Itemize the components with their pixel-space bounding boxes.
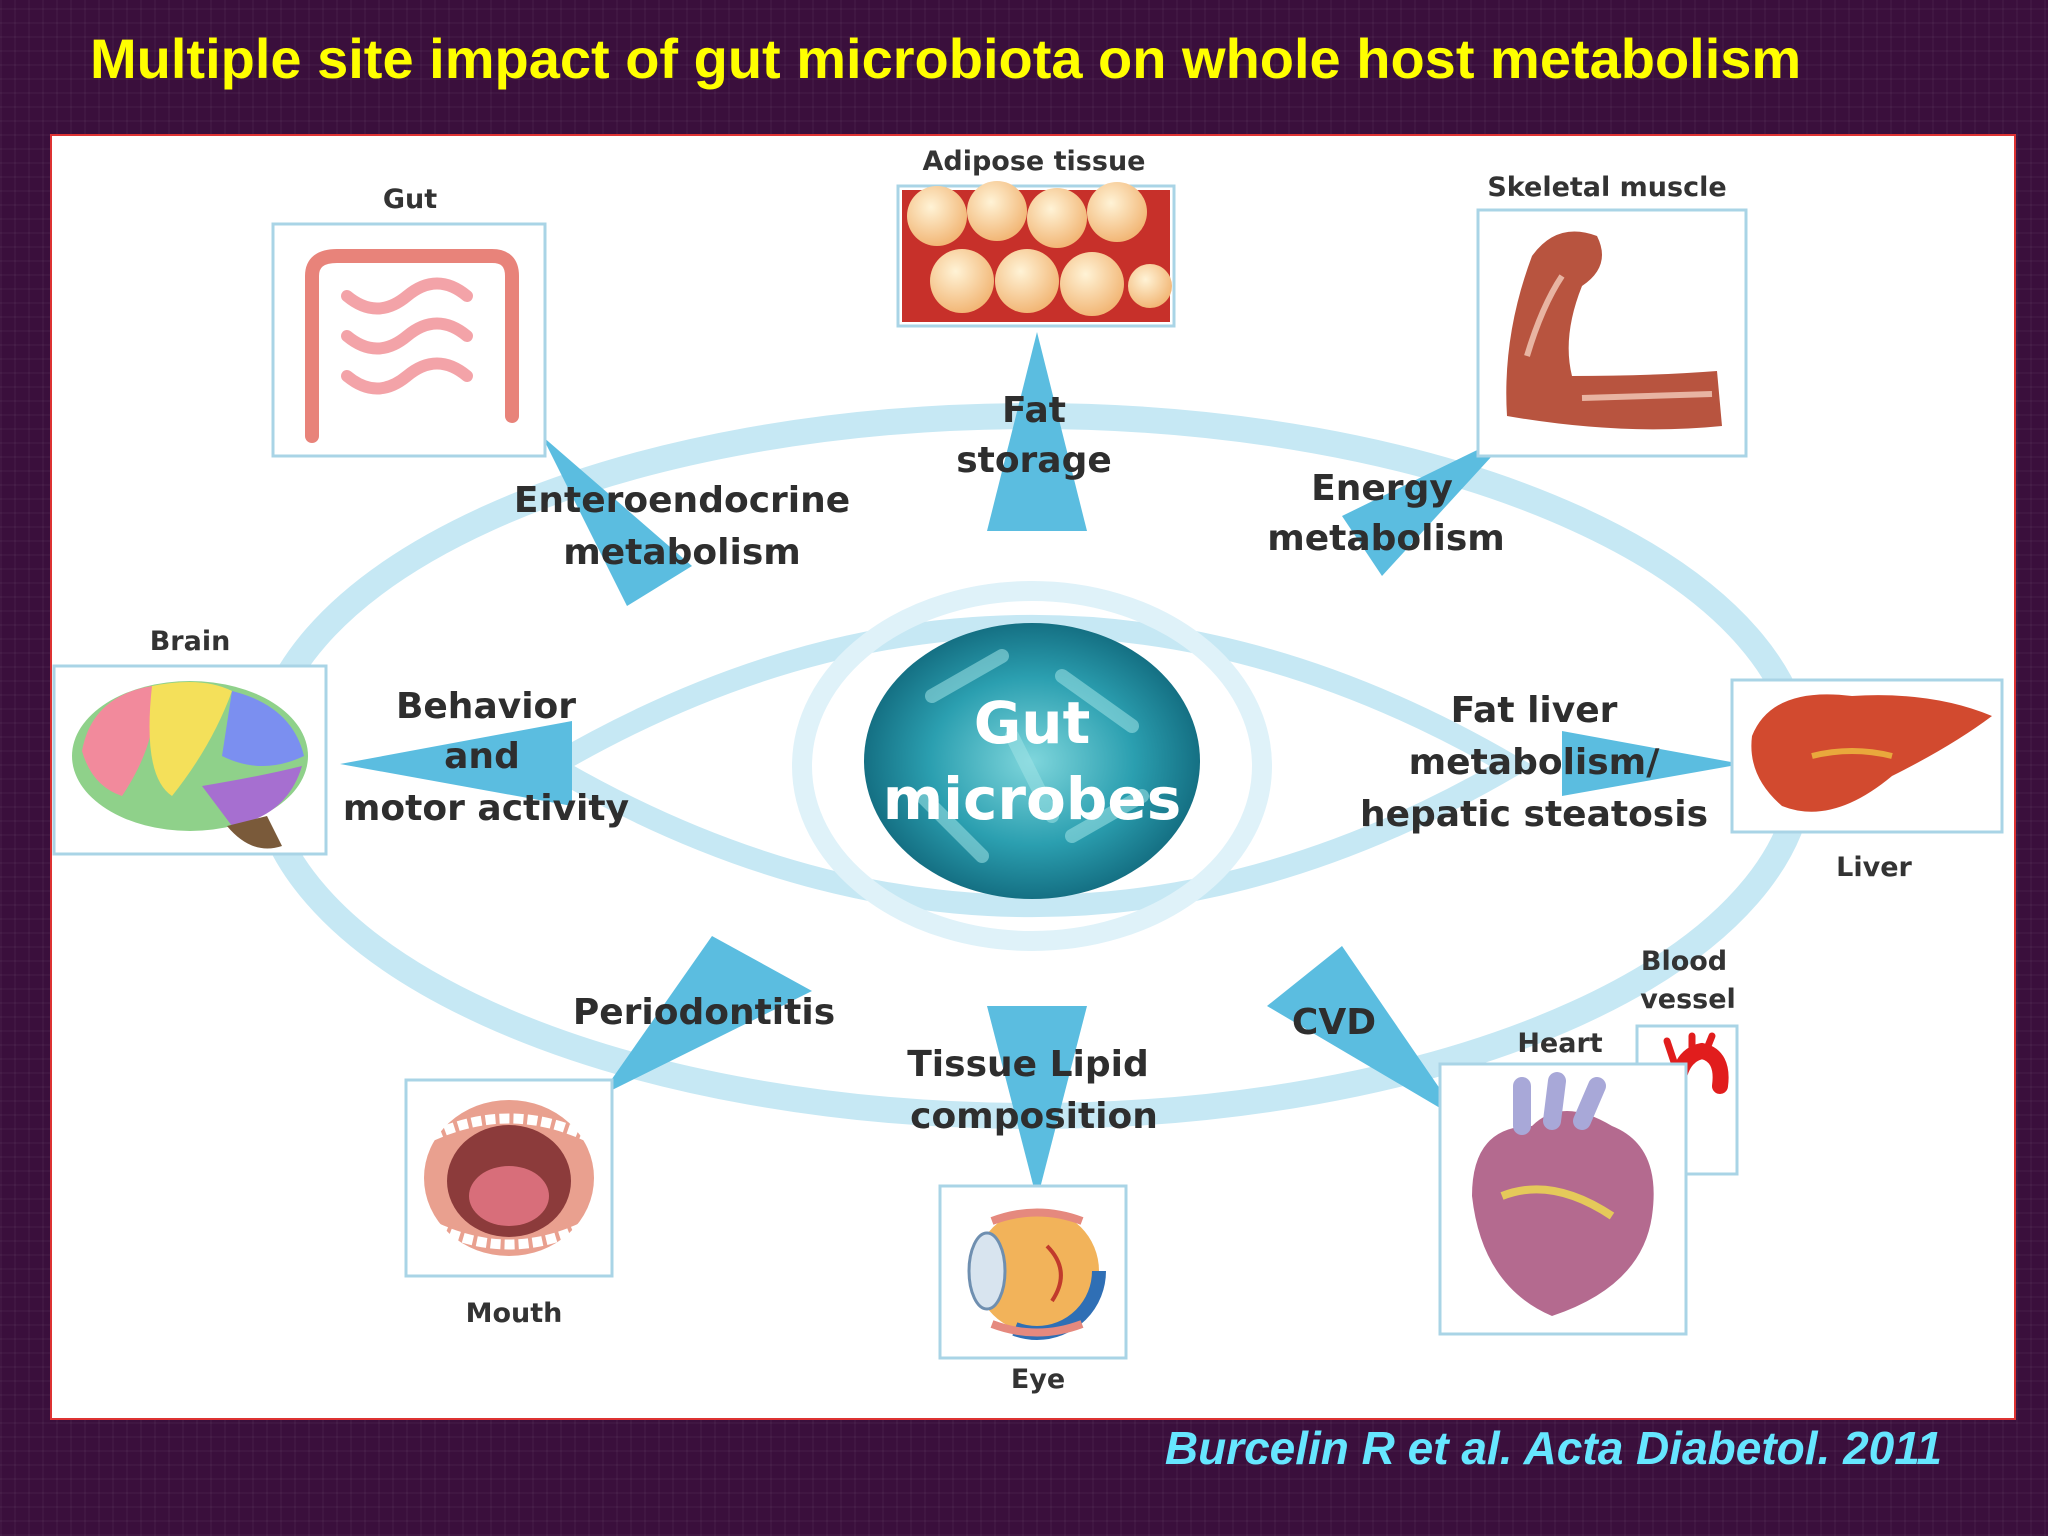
- rel-behavior-line2: and: [444, 736, 520, 777]
- rel-enteroendocrine-line1: Enteroendocrine: [514, 480, 850, 521]
- eye-label: Eye: [1011, 1364, 1065, 1395]
- heart-label: Heart: [1517, 1028, 1602, 1059]
- rel-fat-liver-line2: metabolism/: [1409, 742, 1661, 783]
- center-halo: [792, 581, 1272, 951]
- brain-label: Brain: [150, 626, 231, 657]
- mouth-icon: [424, 1100, 594, 1256]
- rel-energy-line1: Energy: [1311, 468, 1453, 509]
- arrow-heart: [1267, 946, 1462, 1121]
- arrows: [340, 332, 1742, 1200]
- rel-tissue-lipid-line2: composition: [910, 1096, 1158, 1137]
- arrow-brain: [340, 721, 572, 806]
- arrow-adipose: [987, 332, 1087, 531]
- arrow-muscle: [1342, 432, 1514, 576]
- heart-icon: [1472, 1072, 1654, 1316]
- mouth-label: Mouth: [466, 1298, 563, 1329]
- arrow-mouth: [600, 936, 812, 1096]
- adipose-icon: [907, 181, 1172, 316]
- rel-energy-line2: metabolism: [1267, 518, 1505, 559]
- liver-label: Liver: [1836, 852, 1912, 883]
- slide-title: Multiple site impact of gut microbiota o…: [90, 27, 1802, 90]
- eye-icon: [967, 1202, 1106, 1340]
- center-label-line2: microbes: [883, 765, 1182, 833]
- arrow-liver: [1562, 731, 1742, 796]
- diagram-panel: Gut microbes Gut Adipose tissue Skeletal…: [50, 134, 2016, 1420]
- adipose-label: Adipose tissue: [923, 146, 1146, 177]
- muscle-label: Skeletal muscle: [1487, 172, 1726, 203]
- citation: Burcelin R et al. Acta Diabetol. 2011: [1164, 1422, 1942, 1474]
- rel-behavior-line1: Behavior: [396, 686, 576, 727]
- blood-vessel-label-line2: vessel: [1640, 984, 1736, 1015]
- arrow-eye: [987, 1006, 1087, 1200]
- rel-fat-liver-line3: hepatic steatosis: [1360, 794, 1708, 835]
- arrow-gut: [542, 436, 692, 606]
- gut-label: Gut: [383, 184, 437, 215]
- center-label-line1: Gut: [974, 689, 1091, 757]
- liver-icon: [1751, 694, 1992, 812]
- brain-icon: [72, 681, 308, 849]
- microbe-rods: [915, 649, 1149, 863]
- diagram-svg: Gut microbes Gut Adipose tissue Skeletal…: [52, 146, 2004, 1395]
- rel-fat-liver-line1: Fat liver: [1451, 690, 1618, 731]
- rel-periodontitis: Periodontitis: [573, 992, 835, 1033]
- rel-behavior-line3: motor activity: [343, 788, 629, 829]
- rel-tissue-lipid-line1: Tissue Lipid: [907, 1044, 1149, 1085]
- rel-fat-storage-line1: Fat: [1002, 390, 1066, 431]
- gut-icon: [305, 249, 519, 443]
- rel-fat-storage-line2: storage: [956, 440, 1112, 481]
- rel-cvd: CVD: [1292, 1002, 1376, 1043]
- blood-vessel-label-line1: Blood: [1641, 946, 1727, 977]
- muscle-icon: [1506, 231, 1722, 430]
- rel-enteroendocrine-line2: metabolism: [563, 532, 801, 573]
